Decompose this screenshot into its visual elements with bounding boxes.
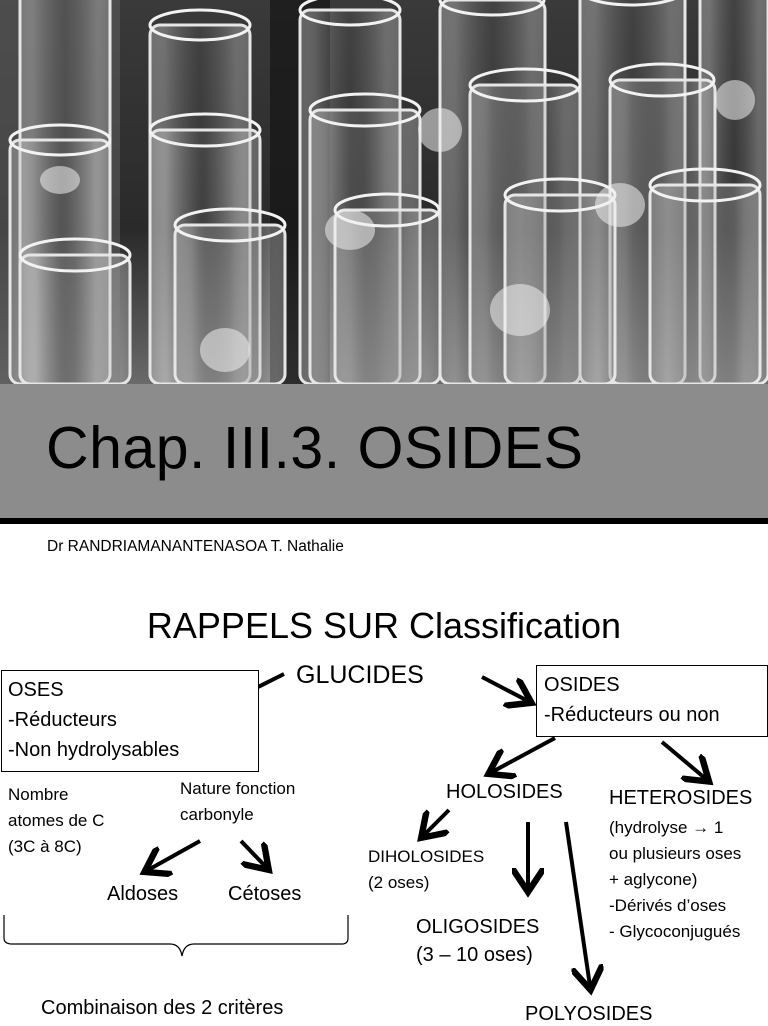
test-tubes-image bbox=[0, 0, 768, 384]
arrow-holosides-polyosides bbox=[564, 821, 590, 986]
arrow-nature-cetoses bbox=[239, 839, 266, 867]
oses-non-hydrolysables: -Non hydrolysables bbox=[8, 739, 180, 761]
oligosides-text: OLIGOSIDES (3 – 10 oses) bbox=[416, 913, 539, 969]
osides-heading: OSIDES bbox=[544, 674, 620, 696]
heterosides-line-2: ou plusieurs oses bbox=[609, 844, 742, 863]
cetoses-label: Cétoses bbox=[228, 883, 302, 905]
diholosides-label: DIHOLOSIDES bbox=[368, 847, 485, 866]
title-divider bbox=[0, 518, 768, 524]
diagram-arrows bbox=[3, 672, 768, 1024]
nombre-line-3: (3C à 8C) bbox=[8, 837, 82, 856]
title-band: Chap. III.3. OSIDES bbox=[0, 384, 768, 518]
nombre-line-2: atomes de C bbox=[8, 811, 105, 830]
arrow-holosides-diholosides bbox=[424, 808, 451, 835]
heterosides-line-4: -Dérivés d’oses bbox=[609, 896, 727, 915]
nature-line-2: carbonyle bbox=[180, 805, 254, 824]
heterosides-line-3: + aglycone) bbox=[609, 870, 698, 889]
oligosides-label: OLIGOSIDES bbox=[416, 916, 540, 938]
holosides-label: HOLOSIDES bbox=[446, 781, 563, 803]
nature-fonction-text: Nature fonction carbonyle bbox=[180, 776, 295, 828]
combinaison-label: Combinaison des 2 critères bbox=[41, 997, 284, 1019]
grouping-brace bbox=[3, 915, 349, 957]
polyosides-label: POLYOSIDES bbox=[525, 1003, 653, 1025]
oligosides-detail: (3 – 10 oses) bbox=[416, 944, 533, 966]
aldoses-label: Aldoses bbox=[107, 883, 179, 905]
classification-title: RAPPELS SUR Classification bbox=[146, 605, 622, 646]
heterosides-line-1: (hydrolyse → 1 bbox=[609, 818, 724, 837]
osides-reducteurs: -Réducteurs ou non bbox=[544, 704, 720, 726]
slide-title: Chap. III.3. OSIDES bbox=[46, 415, 584, 481]
nombre-atomes-text: Nombre atomes de C (3C à 8C) bbox=[8, 782, 104, 860]
oses-heading: OSES bbox=[8, 679, 64, 701]
oses-box: OSES -Réducteurs -Non hydrolysables bbox=[1, 670, 259, 772]
heterosides-label: HETEROSIDES bbox=[609, 787, 753, 809]
arrow-glucides-osides bbox=[481, 675, 528, 701]
glucides-label: GLUCIDES bbox=[296, 661, 424, 689]
heterosides-line-5: - Glycoconjugués bbox=[609, 922, 741, 941]
arrow-osides-holosides bbox=[492, 736, 556, 772]
oses-reducteurs: -Réducteurs bbox=[8, 709, 117, 731]
diholosides-text: DIHOLOSIDES (2 oses) bbox=[368, 844, 484, 896]
author-name: Dr RANDRIAMANANTENASOA T. Nathalie bbox=[47, 538, 344, 555]
diholosides-detail: (2 oses) bbox=[368, 873, 430, 892]
heterosides-details: (hydrolyse → 1 ou plusieurs oses + aglyc… bbox=[609, 815, 741, 945]
nombre-line-1: Nombre bbox=[8, 785, 69, 804]
test-tubes-photo bbox=[0, 0, 768, 384]
classification-slide: RAPPELS SUR Classification GLUCIDES OSES… bbox=[0, 560, 768, 1025]
arrow-osides-heterosides bbox=[660, 740, 706, 779]
nature-line-1: Nature fonction bbox=[180, 779, 296, 798]
arrow-nature-aldoses bbox=[148, 839, 201, 870]
osides-box: OSIDES -Réducteurs ou non bbox=[536, 665, 768, 737]
